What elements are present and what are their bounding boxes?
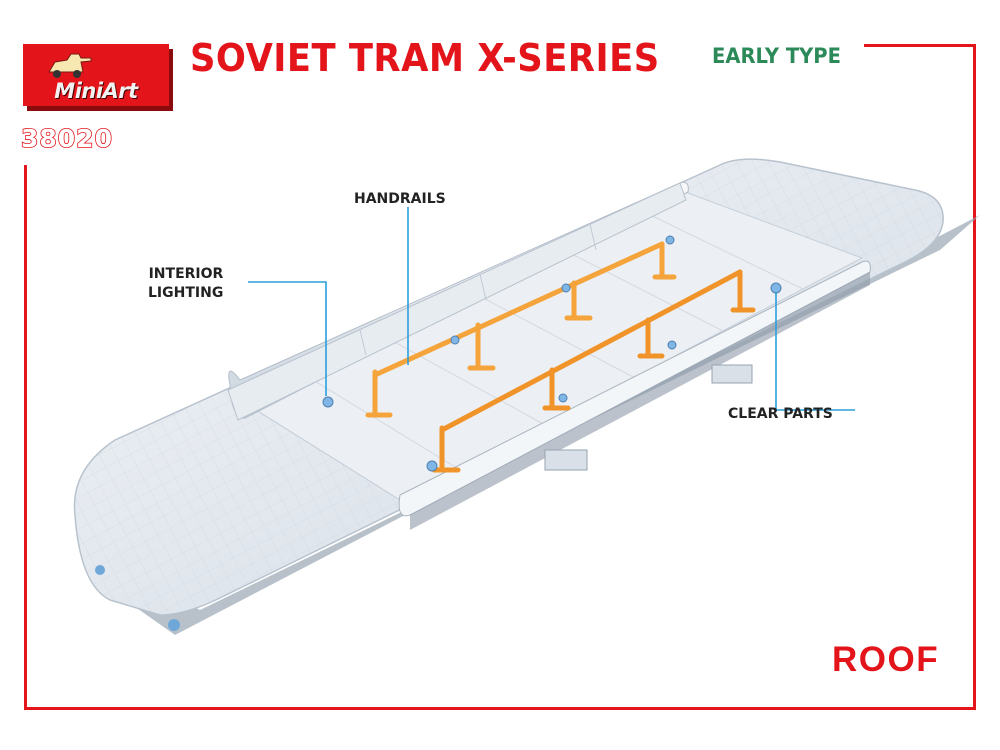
- clear-part-lens: [770, 282, 782, 294]
- frame-right-line: [973, 44, 976, 710]
- clear-parts-leader-line: [775, 292, 855, 411]
- product-subtitle: EARLY TYPE: [712, 44, 841, 68]
- logo-text: MiniArt: [54, 79, 138, 103]
- mount-bracket: [711, 364, 753, 384]
- clear-part-lens: [95, 565, 105, 575]
- interior-light-lens: [322, 396, 334, 408]
- kit-number: 38020: [20, 123, 113, 154]
- callout-interior-lighting-line2: LIGHTING: [148, 285, 224, 301]
- miniart-logo: MiniArt: [23, 44, 169, 106]
- frame-top-line: [864, 44, 976, 47]
- callout-clear-parts: CLEAR PARTS: [728, 406, 833, 422]
- section-label-roof: ROOF: [832, 640, 940, 679]
- frame-bottom-line: [24, 707, 976, 710]
- product-title: SOVIET TRAM X-SERIES: [190, 36, 660, 80]
- callout-interior-lighting: INTERIOR LIGHTING: [148, 265, 223, 303]
- callout-interior-lighting-line1: INTERIOR: [148, 266, 224, 282]
- callout-handrails: HANDRAILS: [354, 191, 446, 207]
- clear-part-lens: [168, 619, 180, 631]
- frame-left-line: [24, 165, 27, 710]
- mount-bracket: [544, 449, 588, 471]
- interior-lighting-leader-line: [248, 281, 327, 396]
- handrail-back: [365, 241, 677, 418]
- roof-back-wall: [227, 182, 687, 421]
- handrail-front: [431, 269, 756, 473]
- tank-silhouette-icon: [48, 53, 92, 78]
